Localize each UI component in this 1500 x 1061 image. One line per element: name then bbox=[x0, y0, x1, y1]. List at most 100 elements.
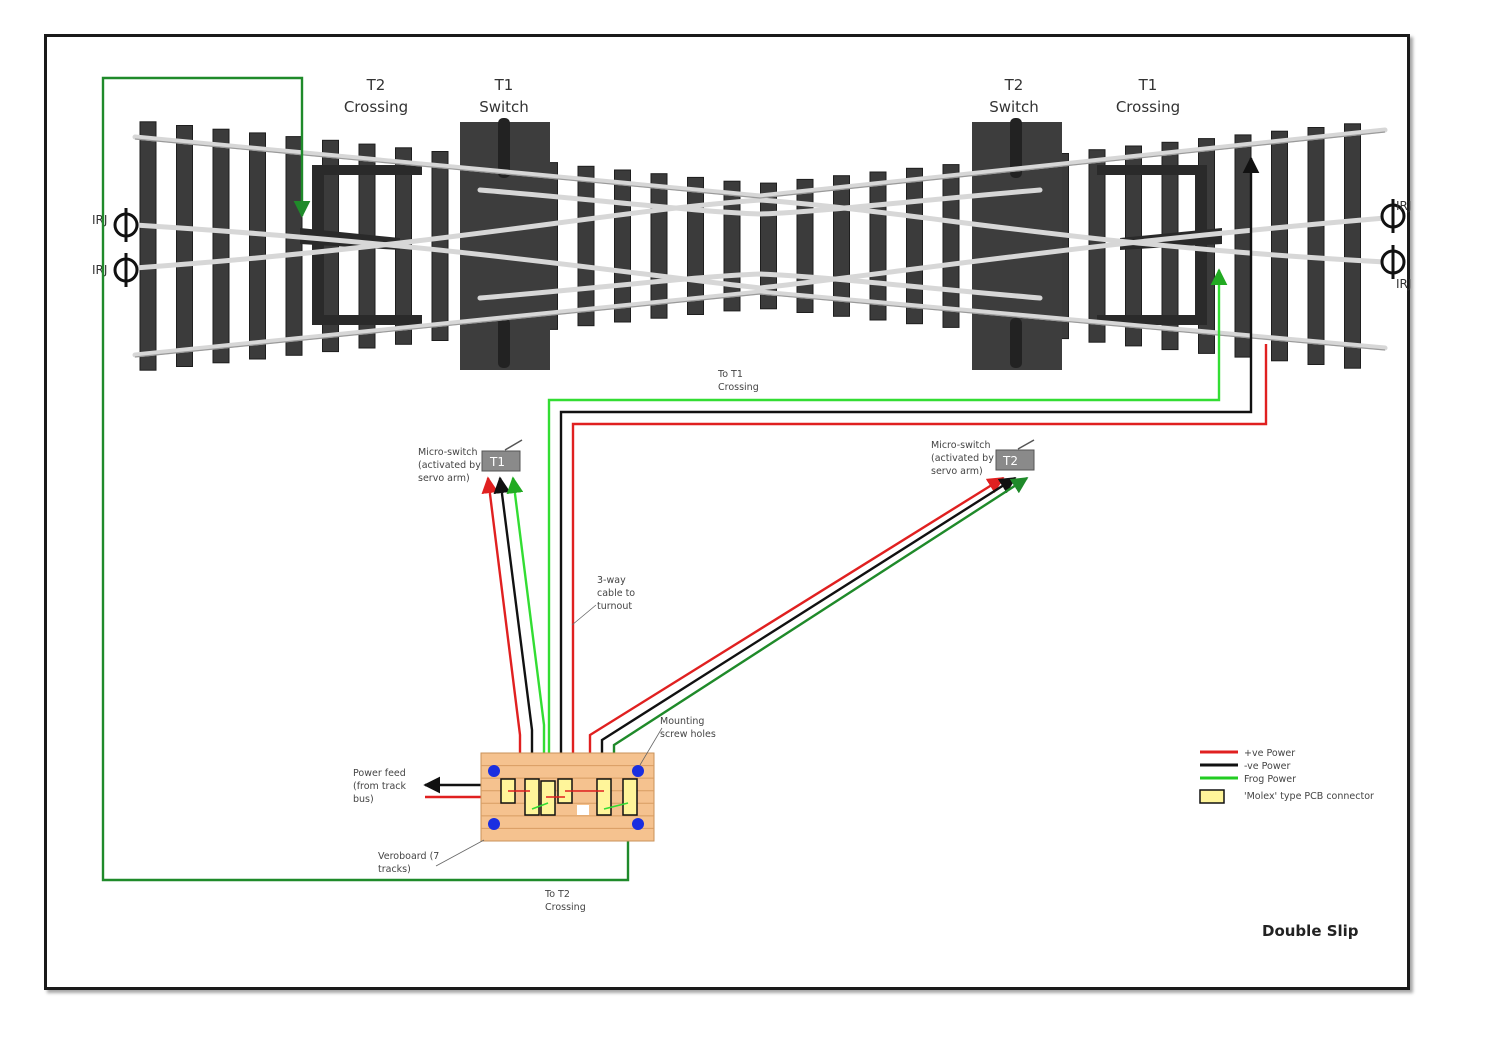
molex-connector bbox=[540, 780, 556, 816]
irj-right-top: IRJ bbox=[1380, 199, 1411, 233]
micro-switch-t2-note-line2: (activated by bbox=[931, 453, 994, 464]
t2-switch-label-line1: T2 bbox=[1004, 76, 1024, 94]
wire-t2-frog bbox=[612, 476, 1029, 790]
micro-switch-t1-body bbox=[481, 450, 521, 472]
sleeper bbox=[577, 165, 595, 327]
t1-switch-rod bbox=[498, 118, 510, 178]
mounting-hole bbox=[488, 765, 500, 777]
irj-right-bottom: IRJ bbox=[1380, 245, 1411, 291]
to-t1-crossing-line1: To T1 bbox=[717, 369, 743, 380]
power-feed-note-line2: (from track bbox=[353, 781, 407, 792]
t1-crossing-check-top bbox=[1097, 165, 1207, 175]
wiring bbox=[101, 76, 1268, 882]
sleeper bbox=[869, 171, 887, 321]
annotations: To T1 Crossing 3-way cable to turnout Mo… bbox=[353, 369, 759, 913]
micro-switch-t1-badge: T1 bbox=[489, 455, 505, 469]
sleeper bbox=[212, 128, 230, 364]
t1-crossing-wing-right bbox=[1195, 170, 1207, 320]
power-feed-note-line1: Power feed bbox=[353, 768, 406, 779]
irj-markers: IRJ IRJ IRJ IRJ bbox=[92, 199, 1411, 291]
legend-connector-swatch bbox=[1199, 789, 1225, 804]
veroboard-note-line1: Veroboard (7 bbox=[378, 851, 439, 862]
rail-outer-top bbox=[132, 127, 1388, 199]
t1-switch-label-line2: Switch bbox=[479, 98, 529, 116]
sleeper bbox=[796, 178, 814, 313]
t2-crossing-label-line2: Crossing bbox=[344, 98, 408, 116]
sleeper bbox=[285, 136, 303, 356]
t1-switch-label-line1: T1 bbox=[494, 76, 514, 94]
sleeper bbox=[1307, 127, 1325, 365]
rail-slip-bottom bbox=[477, 271, 1043, 301]
t2-switch-rod-lower bbox=[1010, 318, 1022, 368]
rail-slip-top bbox=[477, 187, 1043, 217]
molex-connector bbox=[524, 778, 540, 816]
turnout-labels: T2 Crossing T1 Switch T2 Switch T1 Cross… bbox=[344, 76, 1180, 116]
t2-crossing-wing-left bbox=[312, 170, 324, 320]
irj-left-top: IRJ bbox=[92, 208, 139, 242]
sleeper bbox=[249, 132, 266, 360]
sleeper bbox=[650, 173, 668, 319]
sleeper bbox=[687, 176, 704, 315]
cable-note-line3: turnout bbox=[597, 601, 632, 612]
sleeper bbox=[176, 125, 193, 367]
rail-outer-bottom bbox=[132, 289, 1388, 358]
t1-crossing-check-bottom bbox=[1097, 315, 1207, 325]
double-slip-track bbox=[132, 118, 1388, 371]
diagram-title: Double Slip bbox=[1262, 922, 1359, 940]
micro-switch-t1-note-line1: Micro-switch bbox=[418, 447, 478, 458]
sleeper bbox=[1234, 134, 1252, 358]
sleeper bbox=[833, 175, 850, 317]
sleeper bbox=[139, 121, 157, 371]
wire-t1-frog bbox=[506, 476, 546, 790]
to-t1-crossing-line2: Crossing bbox=[718, 382, 759, 393]
legend-positive-label: +ve Power bbox=[1244, 748, 1295, 759]
legend-frog-label: Frog Power bbox=[1244, 774, 1296, 785]
power-feed-note-line3: bus) bbox=[353, 794, 374, 805]
cable-note-line2: cable to bbox=[597, 588, 635, 599]
mounting-note-line1: Mounting bbox=[660, 716, 704, 727]
wire-negative-to-track bbox=[559, 156, 1260, 790]
micro-switch-t2-note-line3: servo arm) bbox=[931, 466, 983, 477]
to-t2-crossing-line2: Crossing bbox=[545, 902, 586, 913]
sleeper bbox=[431, 151, 449, 341]
legend-negative-label: -ve Power bbox=[1244, 761, 1290, 772]
t1-crossing-label-line1: T1 bbox=[1138, 76, 1158, 94]
irj-label: IRJ bbox=[92, 263, 107, 277]
micro-switch-t2-badge: T2 bbox=[1002, 454, 1018, 468]
wire-frog-to-t1-crossing bbox=[547, 268, 1228, 790]
veroboard bbox=[480, 752, 655, 842]
track-cut bbox=[577, 805, 589, 815]
micro-switch-t1-lever-icon bbox=[504, 439, 523, 451]
sleeper bbox=[1344, 123, 1361, 369]
micro-switch-t1: T1 Micro-switch (activated by servo arm) bbox=[418, 439, 523, 484]
t2-crossing-check-bottom bbox=[312, 315, 422, 325]
micro-switch-t2: T2 Micro-switch (activated by servo arm) bbox=[931, 439, 1035, 477]
rails bbox=[132, 127, 1388, 358]
molex-connector bbox=[622, 778, 638, 816]
micro-switch-t2-lever-icon bbox=[1017, 439, 1035, 450]
irj-label: IRJ bbox=[92, 213, 107, 227]
mounting-hole bbox=[488, 818, 500, 830]
t2-crossing-label-line1: T2 bbox=[366, 76, 386, 94]
molex-connectors bbox=[500, 778, 638, 816]
t1-crossing-label-line2: Crossing bbox=[1116, 98, 1180, 116]
irj-left-bottom: IRJ bbox=[92, 253, 139, 287]
wire-t1-negative bbox=[493, 476, 534, 790]
sleeper bbox=[614, 169, 631, 323]
sleeper bbox=[1271, 130, 1288, 362]
t2-switch-rod bbox=[1010, 118, 1022, 178]
t1-switch-rod-lower bbox=[498, 318, 510, 368]
micro-switch-t1-note-line2: (activated by bbox=[418, 460, 481, 471]
t2-switch-label-line2: Switch bbox=[989, 98, 1039, 116]
molex-connector bbox=[596, 778, 612, 816]
rail-diagonal-b bbox=[132, 197, 1388, 271]
cable-note-line1: 3-way bbox=[597, 575, 626, 586]
wire-t1-positive bbox=[481, 476, 522, 790]
irj-label: IRJ bbox=[1396, 277, 1411, 291]
sleeper bbox=[942, 164, 960, 328]
veroboard-note-line2: tracks) bbox=[378, 864, 411, 875]
mounting-hole bbox=[632, 765, 644, 777]
micro-switch-t2-note-line1: Micro-switch bbox=[931, 440, 991, 451]
sleeper bbox=[906, 167, 923, 325]
